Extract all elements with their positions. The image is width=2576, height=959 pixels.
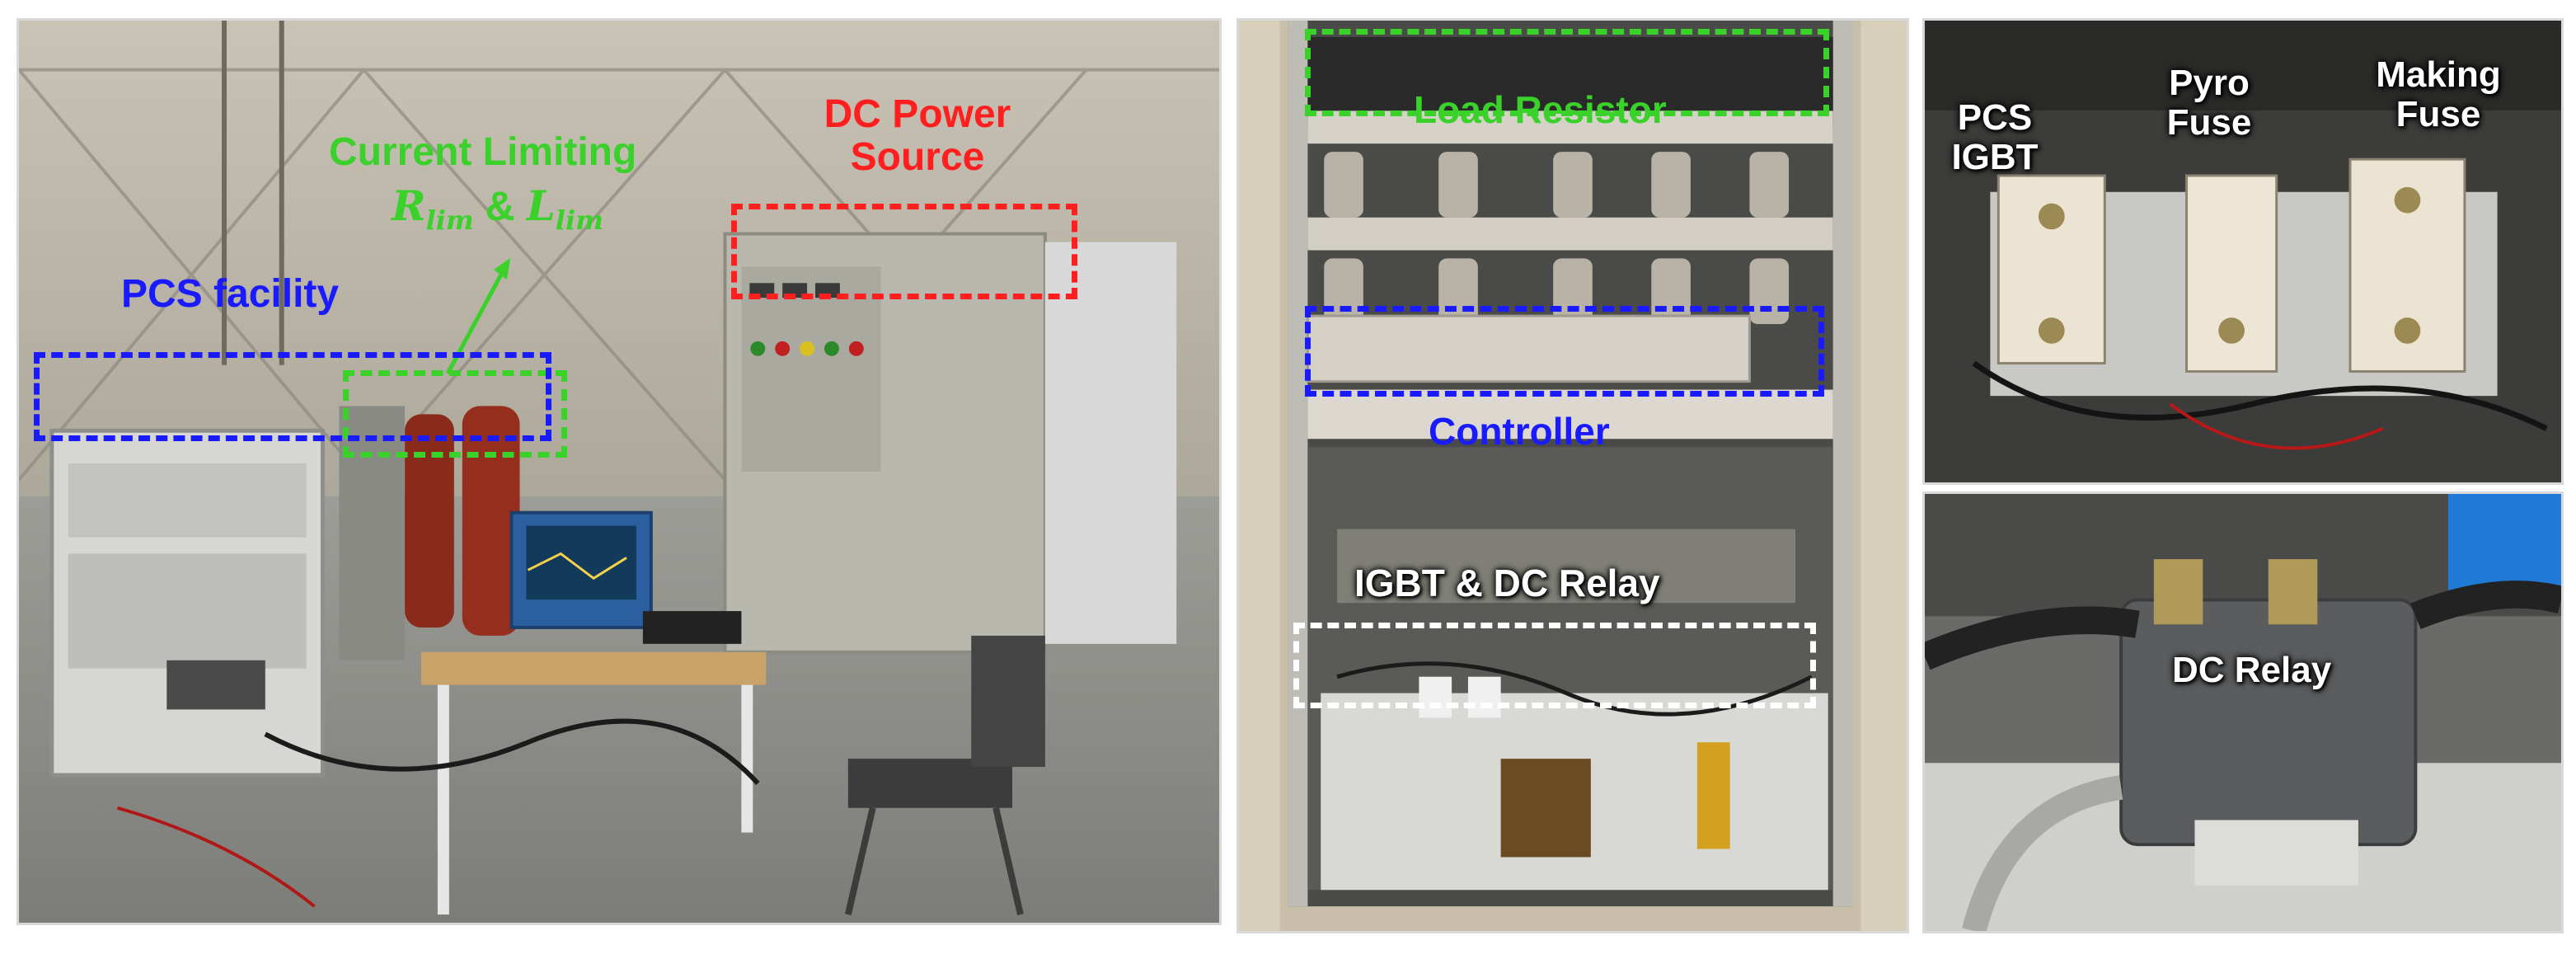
pyro-fuse-label: Pyro Fuse <box>2147 63 2271 142</box>
pyro-line2: Fuse <box>2166 101 2252 143</box>
igbt-dc-relay-box <box>1293 623 1816 708</box>
photo-cabinet: Load Resistor Controller IGBT & DC Relay <box>1236 18 1909 933</box>
igbt-dc-relay-label: IGBT & DC Relay <box>1354 562 1660 604</box>
photo-test-facility: DC Power Source Current Limiting Rlim & … <box>16 18 1222 925</box>
dc-power-line1: DC Power <box>823 92 1011 136</box>
dc-power-line2: Source <box>850 134 985 179</box>
current-limiting-label: Current Limiting <box>329 130 637 174</box>
dc-relay-photo-illustration <box>1925 494 2561 931</box>
making-fuse-label: Making Fuse <box>2360 55 2517 134</box>
pcs-line1: PCS <box>1957 97 2033 138</box>
pcs-facility-label: PCS facility <box>121 272 340 316</box>
current-limiting-arrow <box>445 258 510 375</box>
r-symbol: R <box>392 181 426 230</box>
load-resistor-label: Load Resistor <box>1414 88 1667 131</box>
pcs-line2: IGBT <box>1951 136 2039 177</box>
igbt-fuses-photo-illustration <box>1925 21 2561 482</box>
r-subscript: lim <box>425 204 474 236</box>
facility-photo-illustration <box>19 21 1219 923</box>
pcs-facility-box <box>34 352 551 441</box>
pcs-igbt-label: PCS IGBT <box>1933 98 2057 176</box>
dc-power-source-label: DC Power Source <box>794 93 1041 179</box>
controller-label: Controller <box>1429 410 1610 453</box>
controller-box <box>1305 306 1824 397</box>
dc-power-source-box <box>731 204 1077 299</box>
current-limiting-box <box>343 370 567 458</box>
l-subscript: lim <box>555 204 603 236</box>
pyro-line1: Pyro <box>2169 63 2250 103</box>
l-symbol: L <box>526 181 556 230</box>
photo-dc-relay: DC Relay <box>1922 491 2564 933</box>
cabinet-photo-illustration <box>1239 21 1907 931</box>
making-line2: Fuse <box>2395 93 2481 134</box>
photo-igbt-fuses: PCS IGBT Pyro Fuse Making Fuse <box>1922 18 2564 485</box>
ampersand: & <box>473 183 527 229</box>
r-l-lim-label: Rlim & Llim <box>392 184 603 235</box>
dc-relay-label: DC Relay <box>2172 650 2332 690</box>
load-resistor-box <box>1305 29 1829 116</box>
making-line1: Making <box>2376 54 2501 95</box>
